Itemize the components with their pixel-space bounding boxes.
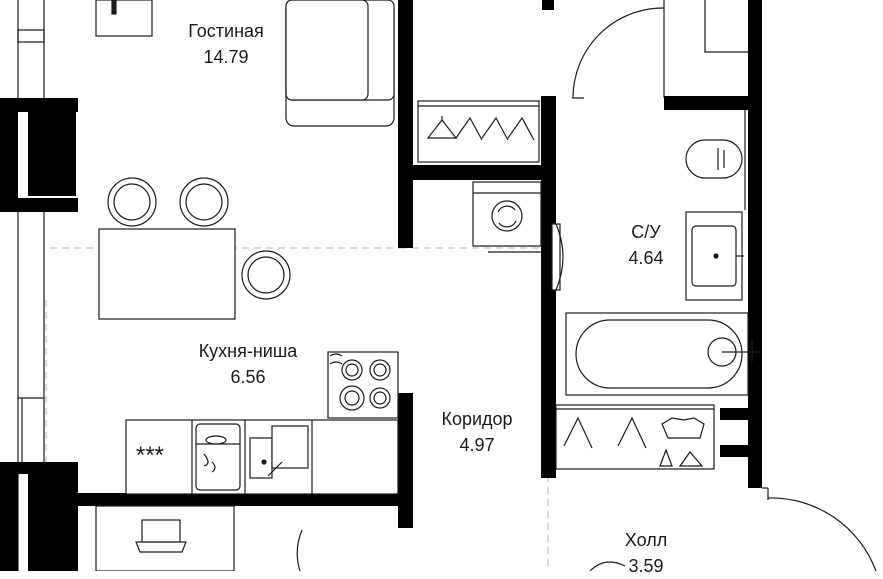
living-furniture xyxy=(95,0,395,127)
room-area: 4.64 xyxy=(628,248,664,269)
svg-text:***: *** xyxy=(136,442,164,469)
room-name: С/У xyxy=(631,222,661,242)
room-label-kitchen: Кухня-ниша 6.56 xyxy=(199,338,298,390)
room-name: Кухня-ниша xyxy=(198,341,298,361)
room-label-bathroom: С/У 4.64 xyxy=(628,219,663,271)
bathroom-fixtures xyxy=(565,110,760,396)
washing-machine xyxy=(472,181,542,253)
room-label-hall: Холл 3.59 xyxy=(625,527,667,579)
kitchen-counter: *** xyxy=(125,351,399,495)
room-area: 3.59 xyxy=(628,556,664,577)
desk-laptop xyxy=(95,505,235,571)
room-area: 6.56 xyxy=(230,367,266,388)
room-label-living: Гостиная 14.79 xyxy=(188,18,264,70)
room-area: 14.79 xyxy=(203,47,249,68)
room-area: 4.97 xyxy=(459,435,495,456)
walls xyxy=(0,0,762,571)
room-name: Холл xyxy=(624,530,668,550)
dining-set xyxy=(98,177,291,320)
doors xyxy=(296,0,877,571)
room-name: Гостиная xyxy=(188,21,264,41)
room-name: Коридор xyxy=(441,409,513,429)
wardrobe-hall xyxy=(555,404,715,470)
room-label-corridor: Коридор 4.97 xyxy=(441,406,512,458)
wardrobe-top xyxy=(417,100,540,163)
